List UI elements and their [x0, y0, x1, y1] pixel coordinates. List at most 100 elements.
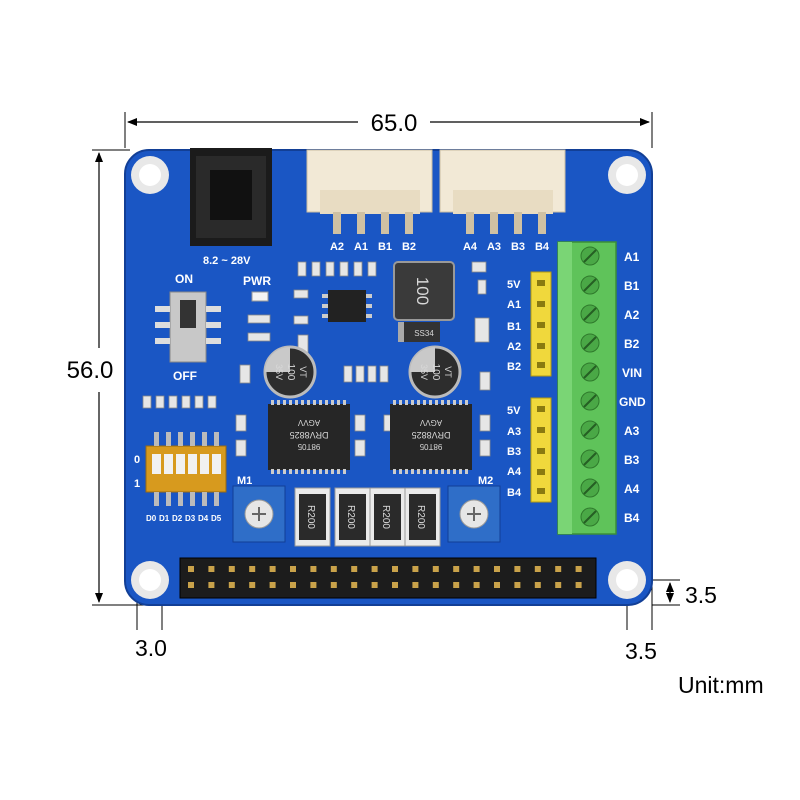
- header-top-labels: 5V A1 B1 A2 B2: [507, 279, 521, 373]
- svg-text:5V: 5V: [507, 405, 521, 417]
- dip-row-0-label: 0: [134, 454, 140, 466]
- width-label: 65.0: [371, 110, 418, 137]
- svg-text:35V: 35V: [274, 364, 284, 380]
- svg-text:5V: 5V: [507, 279, 521, 291]
- svg-text:100: 100: [430, 364, 441, 381]
- gpio-pin: [249, 566, 256, 572]
- gpio-pin: [392, 582, 398, 588]
- svg-text:D1: D1: [159, 514, 170, 523]
- gpio-pin: [555, 566, 562, 572]
- gpio-pin: [269, 566, 276, 572]
- svg-text:A4: A4: [463, 241, 478, 253]
- header-bottom-labels: 5V A3 B3 A4 B4: [507, 405, 522, 499]
- screw-terminal-block: [557, 241, 617, 535]
- gpio-pin: [290, 582, 296, 588]
- svg-text:B1: B1: [624, 279, 640, 293]
- gpio-pin: [575, 582, 582, 588]
- svg-text:B1: B1: [378, 241, 392, 253]
- svg-text:D3: D3: [185, 514, 196, 523]
- gpio-pin: [351, 566, 358, 572]
- svg-text:AGVV: AGVV: [419, 418, 442, 427]
- motor2-label: M2: [478, 475, 493, 487]
- svg-text:98T05: 98T05: [297, 442, 320, 451]
- svg-text:B2: B2: [402, 241, 416, 253]
- motor-connector-1: [306, 149, 433, 234]
- svg-text:B3: B3: [511, 241, 525, 253]
- hole-right-label: 3.5: [625, 638, 657, 664]
- yellow-header-bottom: [530, 397, 552, 503]
- pwr-led: [251, 291, 269, 302]
- hole-left-label: 3.0: [135, 635, 167, 661]
- capacitor-left: 100 35V VT: [263, 345, 317, 399]
- yellow-header-top: [530, 271, 552, 377]
- sense-resistors: R200 R200 R200 R200: [294, 487, 441, 547]
- gpio-pin: [432, 566, 439, 572]
- gpio-pin: [188, 582, 194, 588]
- gpio-pin: [494, 582, 500, 588]
- motor1-label: M1: [237, 475, 252, 487]
- gpio-pin: [453, 582, 460, 588]
- inductor: 100: [393, 261, 455, 321]
- dip-switch: [145, 432, 227, 506]
- svg-text:B3: B3: [507, 446, 521, 458]
- gpio-header: [179, 557, 597, 599]
- power-switch: [155, 291, 221, 363]
- unit-label: Unit:mm: [678, 672, 764, 698]
- gpio-pin: [290, 566, 296, 572]
- svg-text:A4: A4: [507, 466, 522, 478]
- gpio-pin: [473, 582, 480, 588]
- gpio-pin: [228, 582, 235, 588]
- switch-off-label: OFF: [173, 369, 197, 383]
- svg-text:98T05: 98T05: [419, 442, 442, 451]
- gpio-pin: [473, 566, 480, 572]
- svg-text:B4: B4: [535, 241, 550, 253]
- svg-text:R200: R200: [305, 505, 316, 529]
- dimension-hole-bottom: 3.5: [640, 579, 717, 608]
- mounting-hole-bottom-right: [608, 561, 646, 599]
- gpio-pin: [208, 566, 215, 572]
- driver-chip-right: DRV8825 98T05 AGVV: [390, 400, 472, 474]
- gpio-pin: [514, 566, 521, 572]
- svg-text:A3: A3: [624, 424, 640, 438]
- svg-text:A1: A1: [507, 299, 521, 311]
- svg-text:35V: 35V: [419, 364, 429, 380]
- svg-text:R200: R200: [415, 505, 426, 529]
- hole-bottom-label: 3.5: [685, 582, 717, 608]
- svg-text:VT: VT: [298, 366, 308, 378]
- power-input-label: 8.2 ~ 28V: [203, 255, 251, 267]
- svg-text:A2: A2: [507, 341, 521, 353]
- svg-text:100: 100: [285, 364, 296, 381]
- connector-left-labels: A2 A1 B1 B2: [330, 241, 416, 253]
- dimension-width: 65.0: [124, 110, 653, 148]
- regulator-ic: [322, 290, 372, 322]
- gpio-pin: [310, 582, 317, 588]
- gpio-pin: [392, 566, 398, 572]
- svg-text:B4: B4: [507, 487, 522, 499]
- gpio-pin: [432, 582, 439, 588]
- svg-text:R200: R200: [380, 505, 391, 529]
- potentiometer-m1: [232, 485, 286, 543]
- gpio-pin: [494, 566, 500, 572]
- svg-text:AGVV: AGVV: [297, 418, 320, 427]
- gpio-pin: [453, 566, 460, 572]
- gpio-pin: [534, 566, 541, 572]
- pcb-board: 8.2 ~ 28V A2 A1 B1 B2 A4 A3 B3: [124, 148, 653, 606]
- gpio-pin: [575, 566, 582, 572]
- svg-text:B2: B2: [624, 337, 640, 351]
- svg-text:B1: B1: [507, 321, 521, 333]
- dip-row-1-label: 1: [134, 478, 140, 490]
- gpio-pin: [310, 566, 317, 572]
- capacitor-right: 100 35V VT: [408, 345, 462, 399]
- svg-text:DRV8825: DRV8825: [290, 430, 329, 440]
- driver-chip-left: DRV8825 98T05 AGVV: [268, 400, 350, 474]
- gpio-pin: [412, 566, 419, 572]
- gpio-pin: [371, 566, 378, 572]
- svg-text:B3: B3: [624, 453, 640, 467]
- smd-components: [142, 261, 491, 457]
- gpio-pin: [208, 582, 215, 588]
- svg-text:D4: D4: [198, 514, 209, 523]
- dc-power-jack: [190, 148, 272, 246]
- svg-text:100: 100: [413, 277, 432, 305]
- dip-switch-labels: D0 D1 D2 D3 D4 D5: [146, 514, 222, 523]
- mounting-hole-bottom-left: [131, 561, 169, 599]
